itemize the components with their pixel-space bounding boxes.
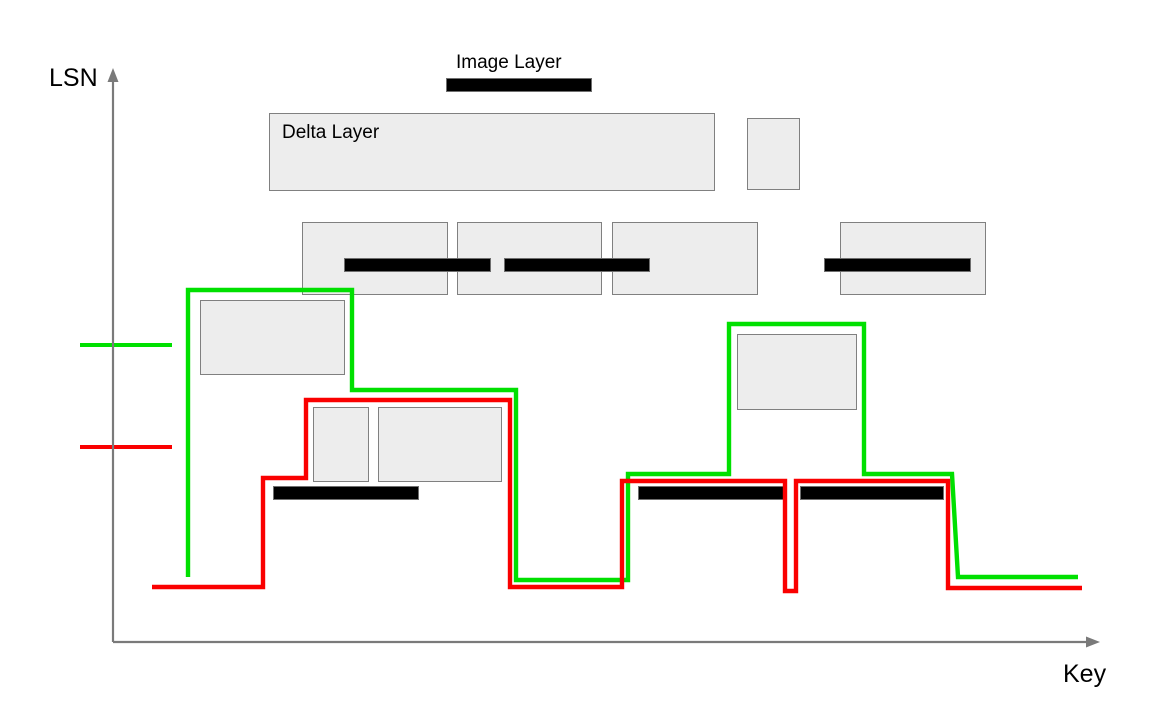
delta-layer-box[interactable]: Delta Layer [269, 113, 715, 191]
delta-box-row4-right[interactable] [737, 334, 857, 410]
image-layer-bar-row4-c[interactable] [800, 486, 944, 500]
red-lsn-tick [80, 445, 172, 449]
delta-box-row4-wide[interactable] [378, 407, 502, 482]
delta-box-row4-small[interactable] [313, 407, 369, 482]
y-axis [107, 68, 119, 642]
image-layer-bar-row2-b[interactable] [504, 258, 650, 272]
delta-layer-label: Delta Layer [282, 122, 380, 143]
y-axis-label: LSN [49, 64, 98, 92]
delta-box-row3-left[interactable] [200, 300, 345, 375]
image-layer-label: Image Layer [456, 52, 562, 73]
image-layer-bar-row4-b[interactable] [638, 486, 784, 500]
delta-box-top-right[interactable] [747, 118, 800, 190]
x-axis-label: Key [1063, 660, 1107, 688]
image-layer-bar-row2-a[interactable] [344, 258, 491, 272]
image-layer-bar-row2-c[interactable] [824, 258, 971, 272]
image-layer-bar-top[interactable] [446, 78, 592, 92]
image-layer-bar-row4-a[interactable] [273, 486, 419, 500]
green-lsn-tick [80, 343, 172, 347]
x-axis [113, 636, 1100, 648]
